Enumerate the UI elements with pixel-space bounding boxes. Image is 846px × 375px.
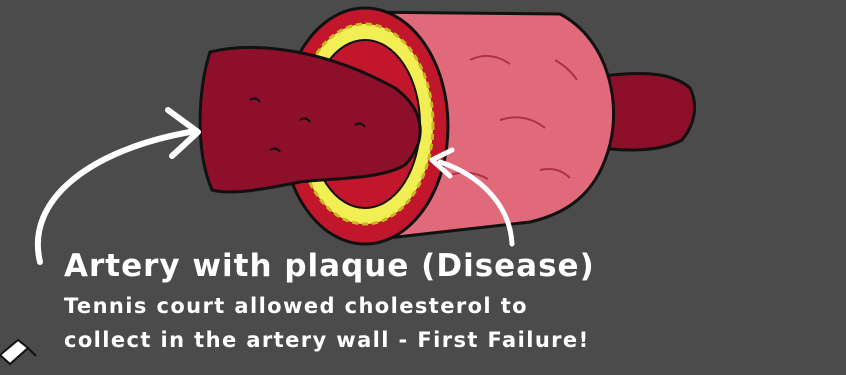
caption-title: Artery with plaque (Disease) bbox=[64, 248, 595, 284]
pen-tip-icon bbox=[0, 340, 36, 364]
caption-line-1: Tennis court allowed cholesterol to bbox=[64, 294, 528, 318]
caption-line-2: collect in the artery wall - First Failu… bbox=[64, 328, 590, 352]
arrow-to-blood bbox=[38, 132, 190, 262]
